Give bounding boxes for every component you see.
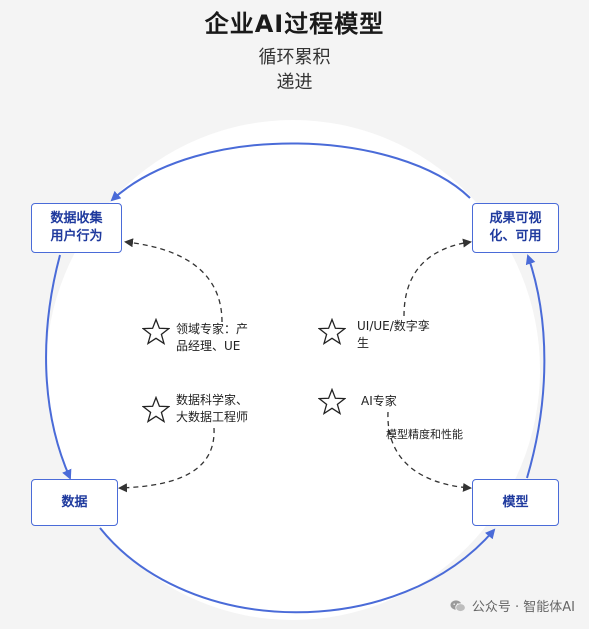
arc-visual-to-collect (110, 142, 471, 202)
node-data-collection: 数据收集 用户行为 (31, 203, 122, 253)
subtitle-line-1: 循环累积 (258, 47, 331, 68)
star-icon (318, 388, 346, 415)
star-icon (318, 318, 346, 345)
watermark-text: 公众号 · 智能体AI (471, 600, 575, 615)
role-data-scientists: 数据科学家、 大数据工程师 (176, 393, 249, 424)
cycle-circle (46, 120, 540, 620)
role-ui-designers: UI/UE/数字孪 生 (357, 319, 430, 350)
diagram-title: 企业AI过程模型 (204, 10, 385, 38)
arc-model-to-visual (525, 254, 546, 479)
node-data: 数据 (31, 479, 118, 526)
watermark: 公众号 · 智能体AI (450, 596, 575, 615)
arc-collect-to-data (45, 254, 72, 480)
star-icon (142, 318, 170, 345)
node-model: 模型 (472, 479, 559, 526)
subtitle-line-2: 递进 (276, 72, 313, 93)
dashed-domain-to-collect (124, 238, 223, 323)
dashed-ds-to-data (118, 427, 215, 493)
dashed-ai-to-model (387, 411, 472, 492)
wechat-icon (450, 599, 466, 612)
dashed-ui-to-visual (403, 238, 472, 317)
role-ai-experts: AI专家 (361, 394, 397, 408)
star-icon (142, 396, 170, 423)
edge-label-model-accuracy: 模型精度和性能 (386, 428, 463, 441)
node-visualization: 成果可视 化、可用 (472, 203, 559, 253)
role-domain-experts: 领域专家：产 品经理、UE (176, 322, 249, 353)
arc-data-to-model (99, 527, 496, 614)
